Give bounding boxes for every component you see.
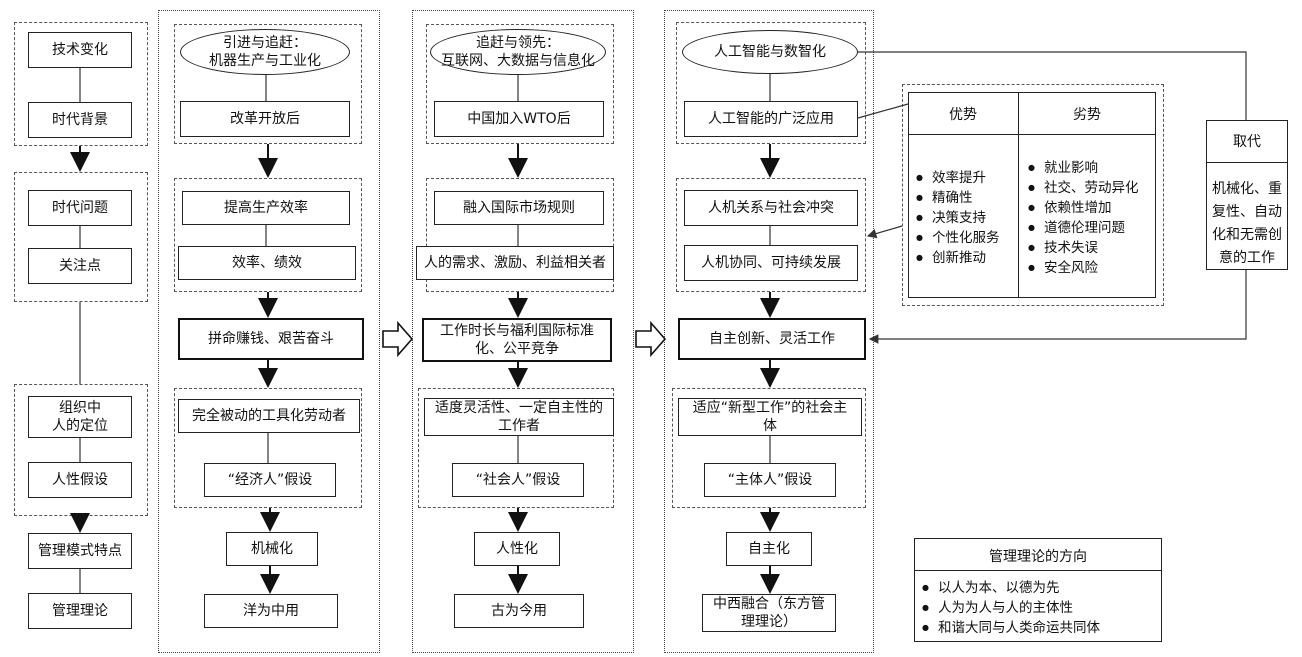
stage2-problem: 融入国际市场规则 [434,191,604,225]
stage1-problem: 提高生产效率 [182,191,350,225]
stage3-focus: 人机协同、可持续发展 [684,245,858,281]
proscons-column-divider [1018,92,1019,298]
cons-item: 道德伦理问题 [1028,218,1138,238]
pros-item: 创新推动 [916,248,999,268]
proscons-frame [902,84,1164,306]
replace-title: 取代 [1233,134,1261,150]
stage3-era: 人工智能的广泛应用 [684,101,858,137]
stage2-problem-group [426,178,614,292]
stage3-frame [664,10,874,653]
pros-item: 决策支持 [916,208,999,228]
stage2-focus: 人的需求、激励、利益相关者 [416,246,614,280]
stage2-position: 适度灵活性、一定自主性的 工作者 [424,398,614,436]
replace-box [1206,120,1288,270]
label-era-background: 时代背景 [28,102,132,138]
direction-item: 和谐大同与人类命运共同体 [922,618,1100,638]
stage1-hypothesis: “经济人”假设 [204,463,336,497]
stage1-era-group [174,24,362,144]
stage1-theory: 洋为中用 [204,594,338,628]
stage1-position-group [174,388,362,508]
label-tech-change: 技术变化 [28,32,132,68]
stage3-era-group [676,22,866,144]
proscons-header-divider [908,134,1156,135]
stage1-header: 引进与追赶： 机器生产与工业化 [180,29,350,75]
stage1-position: 完全被动的工具化劳动者 [178,399,360,433]
direction-item: 以人为本、以德为先 [922,578,1100,598]
stage1-mode: 机械化 [226,532,318,566]
stage1-era: 改革开放后 [180,101,350,137]
stage3-theory: 中西融合（东方管 理理论） [702,594,836,632]
cons-item: 技术失误 [1028,238,1138,258]
direction-title: 管理理论的方向 [989,549,1087,565]
arrow-replace-to-feature [868,270,1247,344]
label-human-hypothesis: 人性假设 [28,462,132,498]
direction-item: 人为为人与人的主体性 [922,598,1100,618]
cons-item: 安全风险 [1028,258,1138,278]
pros-item: 效率提升 [916,168,999,188]
stage2-header: 追赶与领先： 互联网、大数据与信息化 [430,29,606,75]
hollow-arrow-2-3 [635,320,667,358]
direction-divider [914,570,1162,571]
stage2-mode: 人性化 [474,532,560,566]
stage3-problem: 人机关系与社会冲突 [684,190,858,226]
pros-item: 个性化服务 [916,228,1000,248]
stage1-focus: 效率、绩效 [178,246,356,280]
sidebar-group-problem [14,172,148,302]
hollow-arrow-1-2 [382,320,414,358]
line-era-to-table [857,103,909,119]
stage1-feature: 拼命赚钱、艰苦奋斗 [178,318,364,360]
line-header-to-replace [858,51,1247,120]
label-management-theory: 管理理论 [28,593,132,629]
stage2-hypothesis: “社会人”假设 [452,463,584,497]
stage2-theory: 古为今用 [454,594,584,628]
stage2-era-group [426,24,614,144]
stage1-problem-group [174,178,362,292]
label-era-problem: 时代问题 [28,190,132,226]
stage3-mode: 自主化 [726,532,812,566]
cons-list: 就业影响 社交、劳动异化 依赖性增加 道德伦理问题 技术失误 安全风险 [1028,158,1139,278]
pros-item: 精确性 [916,188,999,208]
label-focus: 关注点 [28,248,132,284]
stage2-frame [412,10,634,653]
label-org-position: 组织中 人的定位 [28,396,132,438]
pros-title: 优势 [949,107,977,123]
stage2-position-group [418,388,614,508]
stage1-frame [158,10,380,653]
stage3-header: 人工智能与数智化 [682,30,858,74]
replace-body: 机械化、重 复性、自动 化和无需创 意的工作 [1212,181,1282,266]
stage3-feature: 自主创新、灵活工作 [678,318,866,360]
stage3-position: 适应“新型工作”的社会主 体 [678,398,862,436]
cons-item: 就业影响 [1028,158,1138,178]
cons-item: 依赖性增加 [1028,198,1138,218]
sidebar-group-era [14,22,148,146]
cons-item: 社交、劳动异化 [1028,178,1139,198]
direction-list: 以人为本、以德为先 人为为人与人的主体性 和谐大同与人类命运共同体 [922,578,1100,638]
label-management-mode: 管理模式特点 [28,533,132,569]
replace-divider [1206,162,1288,163]
stage3-hypothesis: “主体人”假设 [704,463,836,497]
stage2-feature: 工作时长与福利国际标准 化、公平竞争 [422,318,612,362]
stage3-position-group [672,388,866,508]
arrow-table-to-problem [866,225,903,239]
stage3-problem-group [676,178,866,292]
stage2-era: 中国加入WTO后 [434,101,604,137]
cons-title: 劣势 [1073,107,1101,123]
pros-list: 效率提升 精确性 决策支持 个性化服务 创新推动 [916,168,1000,268]
